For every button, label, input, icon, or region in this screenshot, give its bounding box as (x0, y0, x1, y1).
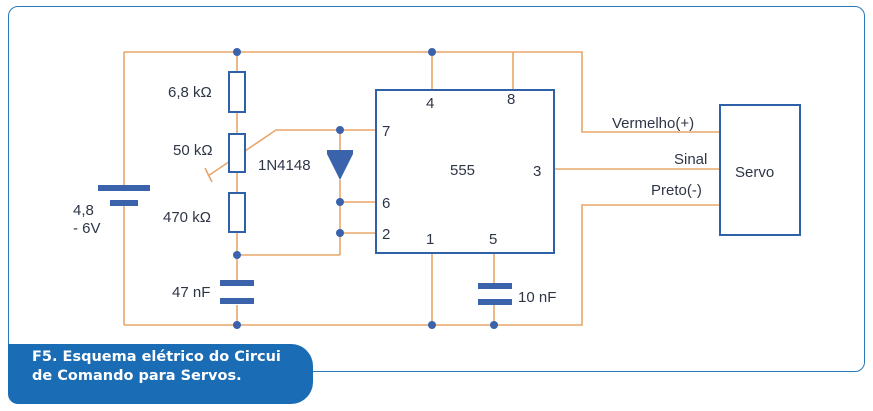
resistor-r3-label: 470 kΩ (163, 209, 211, 226)
ic-555-body (375, 89, 555, 254)
servo-wire-black-label: Preto(-) (651, 182, 702, 199)
potentiometer-wiper-tick (204, 167, 213, 183)
wire-ground-rail (124, 204, 720, 326)
figure-caption-line-1: F5. Esquema elétrico do Circui (32, 349, 281, 365)
wire-vcc-rail (124, 51, 720, 133)
pin-1-label: 1 (426, 231, 434, 248)
pin-6-label: 6 (382, 195, 390, 212)
resistor-r3 (228, 192, 246, 233)
wire-pins-6-2 (340, 201, 376, 234)
wire-pins-4-8 (431, 52, 514, 90)
wires (123, 51, 720, 326)
pin-7-label: 7 (382, 123, 390, 140)
capacitor-c2-label: 10 nF (518, 289, 556, 306)
battery-label-1: 4,8 (73, 202, 94, 219)
servo-wire-red-label: Vermelho(+) (612, 115, 694, 132)
resistor-r1-label: 6,8 kΩ (168, 84, 212, 101)
capacitor-c1 (220, 280, 254, 304)
pin-3-label: 3 (533, 163, 541, 180)
resistor-r1 (228, 71, 246, 113)
figure-frame (8, 6, 865, 372)
pin-8-label: 8 (507, 91, 515, 108)
figure-caption: F5. Esquema elétrico do Circui de Comand… (8, 344, 313, 404)
servo-box (719, 104, 801, 236)
figure-caption-line-2: de Comando para Servos. (32, 368, 242, 384)
resistor-r2-label: 50 kΩ (173, 142, 213, 159)
servo-label: Servo (735, 164, 774, 181)
ic-555-label: 555 (450, 162, 475, 179)
junction-dots (233, 48, 498, 329)
pin-4-label: 4 (426, 95, 434, 112)
capacitor-c1-label: 47 nF (172, 284, 210, 301)
capacitor-c2 (478, 283, 512, 305)
diode-symbol (327, 150, 353, 180)
potentiometer-r2 (228, 133, 246, 173)
battery-symbol (98, 185, 150, 206)
battery-label-2: - 6V (73, 220, 101, 237)
pin-5-label: 5 (489, 231, 497, 248)
pin-2-label: 2 (382, 226, 390, 243)
diode-label: 1N4148 (258, 157, 311, 174)
servo-wire-signal-label: Sinal (674, 151, 707, 168)
